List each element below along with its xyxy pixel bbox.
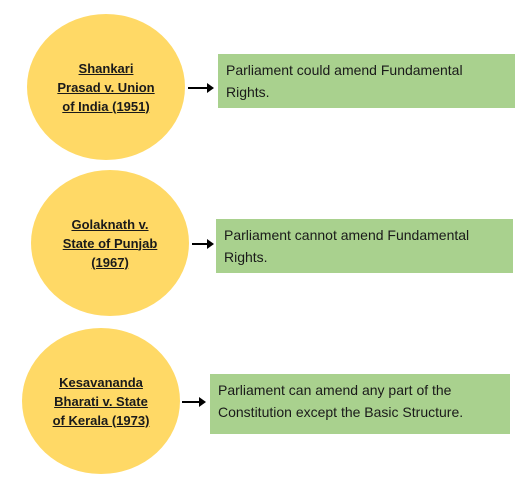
case-name-label: Shankari Prasad v. Union of India (1951) xyxy=(57,60,155,114)
case-circle-kesavananda-bharati: Kesavananda Bharati v. State of Kerala (… xyxy=(22,328,180,474)
outcome-box-shankari-prasad: Parliament could amend Fundamental Right… xyxy=(218,54,515,108)
outcome-text: Parliament can amend any part of the Con… xyxy=(218,382,464,420)
arrow-connector xyxy=(182,397,206,407)
outcome-box-golaknath: Parliament cannot amend Fundamental Righ… xyxy=(216,219,513,273)
case-circle-golaknath: Golaknath v. State of Punjab (1967) xyxy=(31,170,189,316)
outcome-text: Parliament cannot amend Fundamental Righ… xyxy=(224,227,470,265)
outcome-box-kesavananda-bharati: Parliament can amend any part of the Con… xyxy=(210,374,510,434)
arrow-connector xyxy=(192,239,214,249)
case-circle-shankari-prasad: Shankari Prasad v. Union of India (1951) xyxy=(27,14,185,160)
case-name-label: Kesavananda Bharati v. State of Kerala (… xyxy=(52,374,150,428)
arrow-connector xyxy=(188,83,214,93)
case-name-label: Golaknath v. State of Punjab (1967) xyxy=(62,216,158,270)
outcome-text: Parliament could amend Fundamental Right… xyxy=(226,62,463,100)
